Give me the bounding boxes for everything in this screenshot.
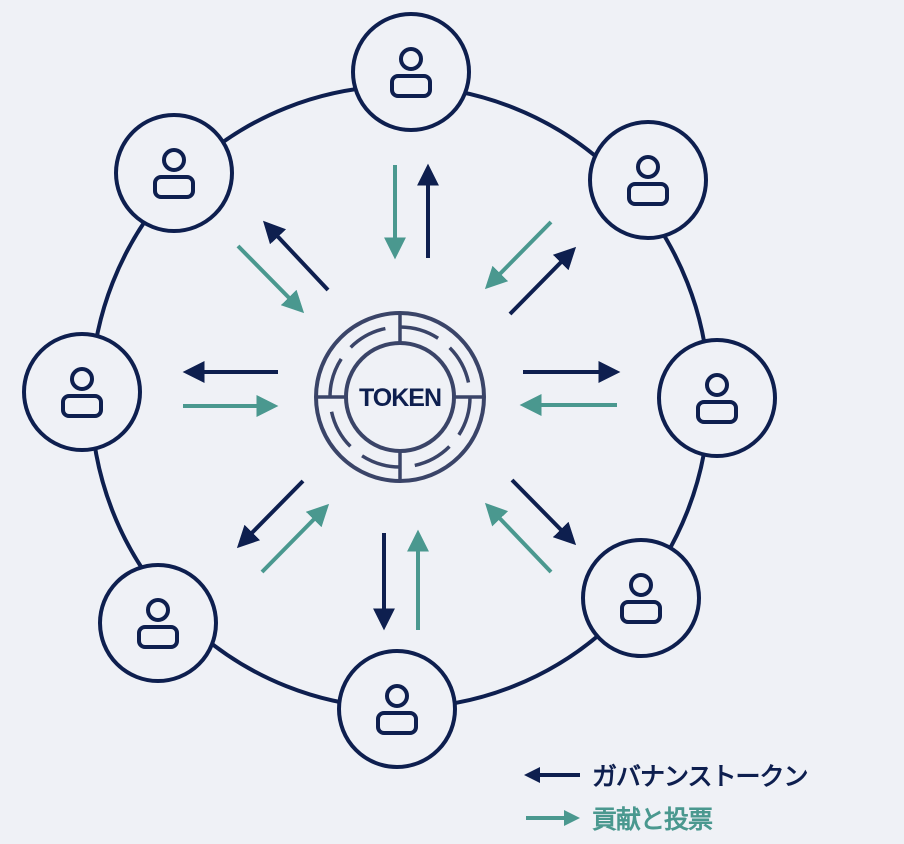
person-icon <box>376 684 418 735</box>
participant-bottom <box>337 649 457 769</box>
participant-circle <box>337 649 457 769</box>
participant-right <box>657 338 777 458</box>
token-arrow-bottom-right <box>510 478 577 546</box>
participants-group <box>22 12 777 769</box>
contribution-arrow-bottom-left <box>260 503 330 574</box>
person-icon <box>390 47 432 98</box>
participant-bottom-left <box>98 563 218 683</box>
participant-circle <box>657 338 777 458</box>
token-arrow-bottom-left <box>236 479 305 549</box>
legend-contribution-vote: 貢献と投票 <box>522 800 713 836</box>
participant-top-right <box>588 120 708 240</box>
legend-navy-arrow-icon <box>524 767 580 783</box>
participant-left <box>22 332 142 452</box>
contribution-arrow-top-left <box>236 244 305 314</box>
legend-governance-token-label: ガバナンストークン <box>592 762 809 791</box>
token-label: TOKEN <box>359 384 441 412</box>
legend-governance-token: ガバナンストークン <box>522 757 809 793</box>
participant-circle <box>98 563 218 683</box>
person-icon <box>696 373 738 424</box>
contribution-arrow-bottom-right <box>484 502 553 574</box>
participant-circle <box>588 120 708 240</box>
token-coin: TOKEN <box>314 311 486 483</box>
person-icon <box>620 573 662 624</box>
contribution-arrow-top-right <box>484 220 553 290</box>
participant-circle <box>22 332 142 452</box>
person-icon <box>627 155 669 206</box>
participant-circle <box>114 113 234 233</box>
participant-bottom-right <box>581 538 701 658</box>
person-icon <box>61 367 103 418</box>
person-icon <box>153 148 195 199</box>
participant-circle <box>581 538 701 658</box>
participant-top-left <box>114 113 234 233</box>
token-arrow-top-left <box>262 220 330 292</box>
token-arrow-top-right <box>508 246 577 316</box>
legend-teal-arrow-icon <box>526 810 580 826</box>
legend-contribution-vote-label: 貢献と投票 <box>592 805 713 834</box>
person-icon <box>137 598 179 649</box>
arrow-group <box>182 163 621 631</box>
participant-top <box>351 12 471 132</box>
participant-circle <box>351 12 471 132</box>
